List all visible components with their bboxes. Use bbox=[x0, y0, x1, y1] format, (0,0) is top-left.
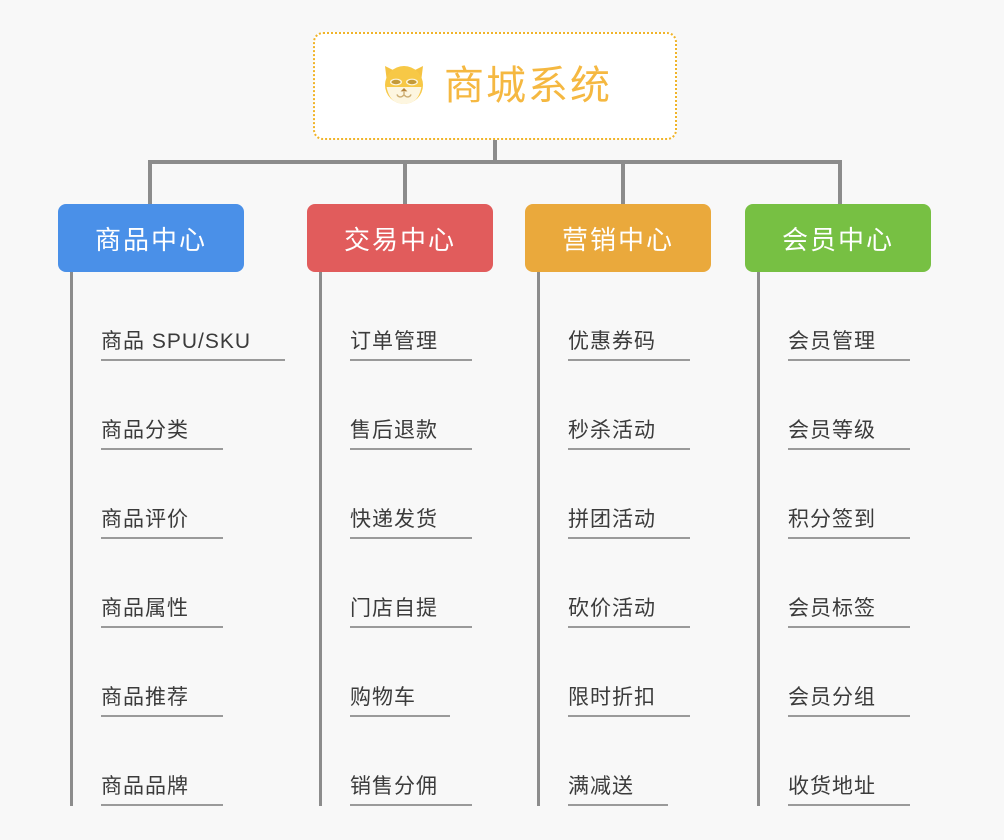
branch-product-center: 商品中心 商品 SPU/SKU 商品分类 商品评价 商品属性 商品推荐 商品品牌 bbox=[58, 204, 286, 806]
item-list-member-center: 会员管理 会员等级 积分签到 会员标签 会员分组 收货地址 bbox=[757, 272, 931, 806]
list-item[interactable]: 门店自提 bbox=[322, 539, 493, 628]
list-item[interactable]: 会员等级 bbox=[760, 361, 931, 450]
root-node-title: 商城系统 bbox=[444, 64, 612, 108]
connector-drop-2 bbox=[403, 160, 407, 206]
list-item-label: 会员标签 bbox=[788, 592, 910, 628]
item-list-product-center: 商品 SPU/SKU 商品分类 商品评价 商品属性 商品推荐 商品品牌 bbox=[70, 272, 286, 806]
list-item[interactable]: 商品品牌 bbox=[73, 717, 244, 806]
branch-marketing-center: 营销中心 优惠券码 秒杀活动 拼团活动 砍价活动 限时折扣 满减送 bbox=[525, 204, 711, 806]
category-box-member-center[interactable]: 会员中心 bbox=[745, 204, 931, 272]
list-item-label: 会员管理 bbox=[788, 325, 910, 361]
list-item[interactable]: 拼团活动 bbox=[540, 450, 711, 539]
item-list-marketing-center: 优惠券码 秒杀活动 拼团活动 砍价活动 限时折扣 满减送 bbox=[537, 272, 711, 806]
connector-horizontal-bus bbox=[148, 160, 842, 164]
list-item-label: 订单管理 bbox=[350, 325, 472, 361]
connector-drop-3 bbox=[621, 160, 625, 206]
list-item[interactable]: 商品分类 bbox=[73, 361, 244, 450]
list-item[interactable]: 会员分组 bbox=[760, 628, 931, 717]
list-item-label: 满减送 bbox=[568, 770, 668, 806]
list-item-label: 购物车 bbox=[350, 681, 450, 717]
branch-trade-center: 交易中心 订单管理 售后退款 快递发货 门店自提 购物车 销售分佣 bbox=[307, 204, 493, 806]
list-item-label: 快递发货 bbox=[350, 503, 472, 539]
list-item[interactable]: 积分签到 bbox=[760, 450, 931, 539]
list-item-label: 售后退款 bbox=[350, 414, 472, 450]
list-item-label: 限时折扣 bbox=[568, 681, 690, 717]
category-label: 营销中心 bbox=[561, 224, 674, 255]
list-item[interactable]: 售后退款 bbox=[322, 361, 493, 450]
category-label: 交易中心 bbox=[343, 224, 456, 255]
connector-drop-1 bbox=[148, 160, 152, 206]
root-node-shopping-mall-system[interactable]: 商城系统 bbox=[313, 32, 677, 140]
list-item[interactable]: 商品属性 bbox=[73, 539, 244, 628]
list-item[interactable]: 会员标签 bbox=[760, 539, 931, 628]
branch-member-center: 会员中心 会员管理 会员等级 积分签到 会员标签 会员分组 收货地址 bbox=[745, 204, 931, 806]
list-item[interactable]: 收货地址 bbox=[760, 717, 931, 806]
list-item-label: 销售分佣 bbox=[350, 770, 472, 806]
category-label: 会员中心 bbox=[781, 224, 894, 255]
list-item-label: 会员等级 bbox=[788, 414, 910, 450]
list-item-label: 会员分组 bbox=[788, 681, 910, 717]
list-item[interactable]: 商品评价 bbox=[73, 450, 244, 539]
list-item[interactable]: 商品 SPU/SKU bbox=[73, 272, 286, 361]
list-item-label: 收货地址 bbox=[788, 770, 910, 806]
list-item-label: 商品 SPU/SKU bbox=[101, 325, 286, 361]
list-item[interactable]: 砍价活动 bbox=[540, 539, 711, 628]
category-label: 商品中心 bbox=[94, 224, 207, 255]
list-item[interactable]: 购物车 bbox=[322, 628, 493, 717]
list-item-label: 商品属性 bbox=[101, 592, 223, 628]
category-box-product-center[interactable]: 商品中心 bbox=[58, 204, 244, 272]
list-item-label: 拼团活动 bbox=[568, 503, 690, 539]
list-item-label: 商品评价 bbox=[101, 503, 223, 539]
list-item-label: 商品分类 bbox=[101, 414, 223, 450]
category-box-trade-center[interactable]: 交易中心 bbox=[307, 204, 493, 272]
list-item[interactable]: 快递发货 bbox=[322, 450, 493, 539]
connector-drop-4 bbox=[838, 160, 842, 206]
category-box-marketing-center[interactable]: 营销中心 bbox=[525, 204, 711, 272]
list-item[interactable]: 满减送 bbox=[540, 717, 711, 806]
list-item-label: 砍价活动 bbox=[568, 592, 690, 628]
list-item-label: 商品品牌 bbox=[101, 770, 223, 806]
list-item-label: 秒杀活动 bbox=[568, 414, 690, 450]
list-item[interactable]: 商品推荐 bbox=[73, 628, 244, 717]
list-item[interactable]: 优惠券码 bbox=[540, 272, 711, 361]
list-item[interactable]: 销售分佣 bbox=[322, 717, 493, 806]
connector-root-stem bbox=[493, 140, 497, 164]
item-list-trade-center: 订单管理 售后退款 快递发货 门店自提 购物车 销售分佣 bbox=[319, 272, 493, 806]
list-item[interactable]: 订单管理 bbox=[322, 272, 493, 361]
list-item-label: 商品推荐 bbox=[101, 681, 223, 717]
list-item[interactable]: 会员管理 bbox=[760, 272, 931, 361]
list-item-label: 优惠券码 bbox=[568, 325, 690, 361]
list-item[interactable]: 限时折扣 bbox=[540, 628, 711, 717]
list-item-label: 积分签到 bbox=[788, 503, 910, 539]
list-item[interactable]: 秒杀活动 bbox=[540, 361, 711, 450]
shiba-dog-icon bbox=[378, 58, 430, 115]
list-item-label: 门店自提 bbox=[350, 592, 472, 628]
